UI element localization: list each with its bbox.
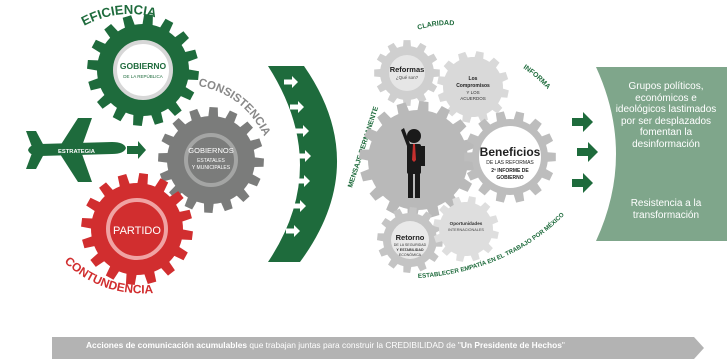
gear-compromisos [437,51,509,123]
panel-arrow-icon [572,173,593,193]
crescent-arrow-icon [296,175,310,187]
gear-oportunidades-body [433,196,499,262]
gear-compromisos-body [437,51,509,123]
bottom-arrow-bar [52,337,704,359]
gobiernos-sub2: Y MUNICIPALES [192,165,231,171]
retorno-line3: ECONÓMICA [399,252,422,257]
crescent-arrow-icon [292,200,306,212]
retorno-line1: DE LA SEGURIDAD [394,243,427,247]
panel-arrow-icon [572,112,593,132]
retorno-line2: Y ESTABILIDAD [396,248,424,252]
gear-partido-body [81,173,193,285]
airplane-icon [26,118,126,182]
compromisos-line1: Los [469,76,478,82]
oportunidades-sub: INTERNACIONALES [448,228,484,232]
person-icon [401,128,425,198]
beneficios-title: Beneficios [480,145,541,159]
gear-gobiernos-body [158,107,264,213]
partido-ring [106,198,168,260]
beneficios-inner [479,126,541,188]
estrategia-label: ESTRATEGIA [58,149,96,155]
compromisos-line3: Y LOS [466,90,479,95]
beneficios-line4: GOBIERNO [496,175,523,181]
gobiernos-title: GOBIERNOS [188,146,233,155]
gear-oportunidades [433,196,499,262]
partido-label: PARTIDO [113,225,161,237]
reformas-subtitle: ¿Qué son? [396,75,419,80]
compromisos-line2: Compromisos [456,83,490,89]
gobiernos-ring [184,133,238,187]
gobierno-subtitle: DE LA REPÚBLICA [123,73,163,79]
bottom-caption-end: " [561,340,565,350]
crescent-arrow-icon [297,150,311,162]
crescent-arrow-icon [284,76,298,88]
informa-label: INFORMA [522,64,551,91]
crescent-arrow-icon [295,125,309,137]
retorno-inner [391,221,429,259]
claridad-label: CLARIDAD [417,20,455,32]
resistance-text: Resistencia a la transformación [630,198,702,221]
crescent-arrows [284,76,311,237]
retorno-title: Retorno [396,233,425,242]
panel-arrow-icon [577,142,598,162]
compromisos-line4: ACUERDOS [460,96,486,101]
oportunidades-title: Oportunidades [450,221,483,226]
beneficios-sub: DE LAS REFORMAS [486,160,534,166]
reformas-title: Reformas [390,65,425,74]
bottom-caption-middle: que trabajan juntas para construir la CR… [247,340,461,350]
beneficios-line3: 2º INFORME DE [491,168,529,174]
bottom-caption: Acciones de comunicación acumulables que… [86,339,666,351]
gobierno-title: GOBIERNO [120,61,167,71]
resistance-panel [596,67,727,241]
crescent-arrow-icon [290,101,304,113]
bottom-caption-emphasis: Un Presidente de Hechos [460,340,562,350]
reformas-inner [389,55,425,91]
gobierno-ring [113,40,173,100]
gear-gobiernos-estatales [158,107,264,213]
groups-text: Grupos políticos, económicos e ideológic… [615,81,717,150]
strategy-arrow-icon [127,141,146,159]
gear-partido [81,173,193,285]
gobiernos-sub1: ESTATALES [197,158,225,164]
bottom-caption-bold: Acciones de comunicación acumulables [86,340,248,350]
crescent-arrow-icon [286,225,300,237]
crescent-band [268,66,338,262]
